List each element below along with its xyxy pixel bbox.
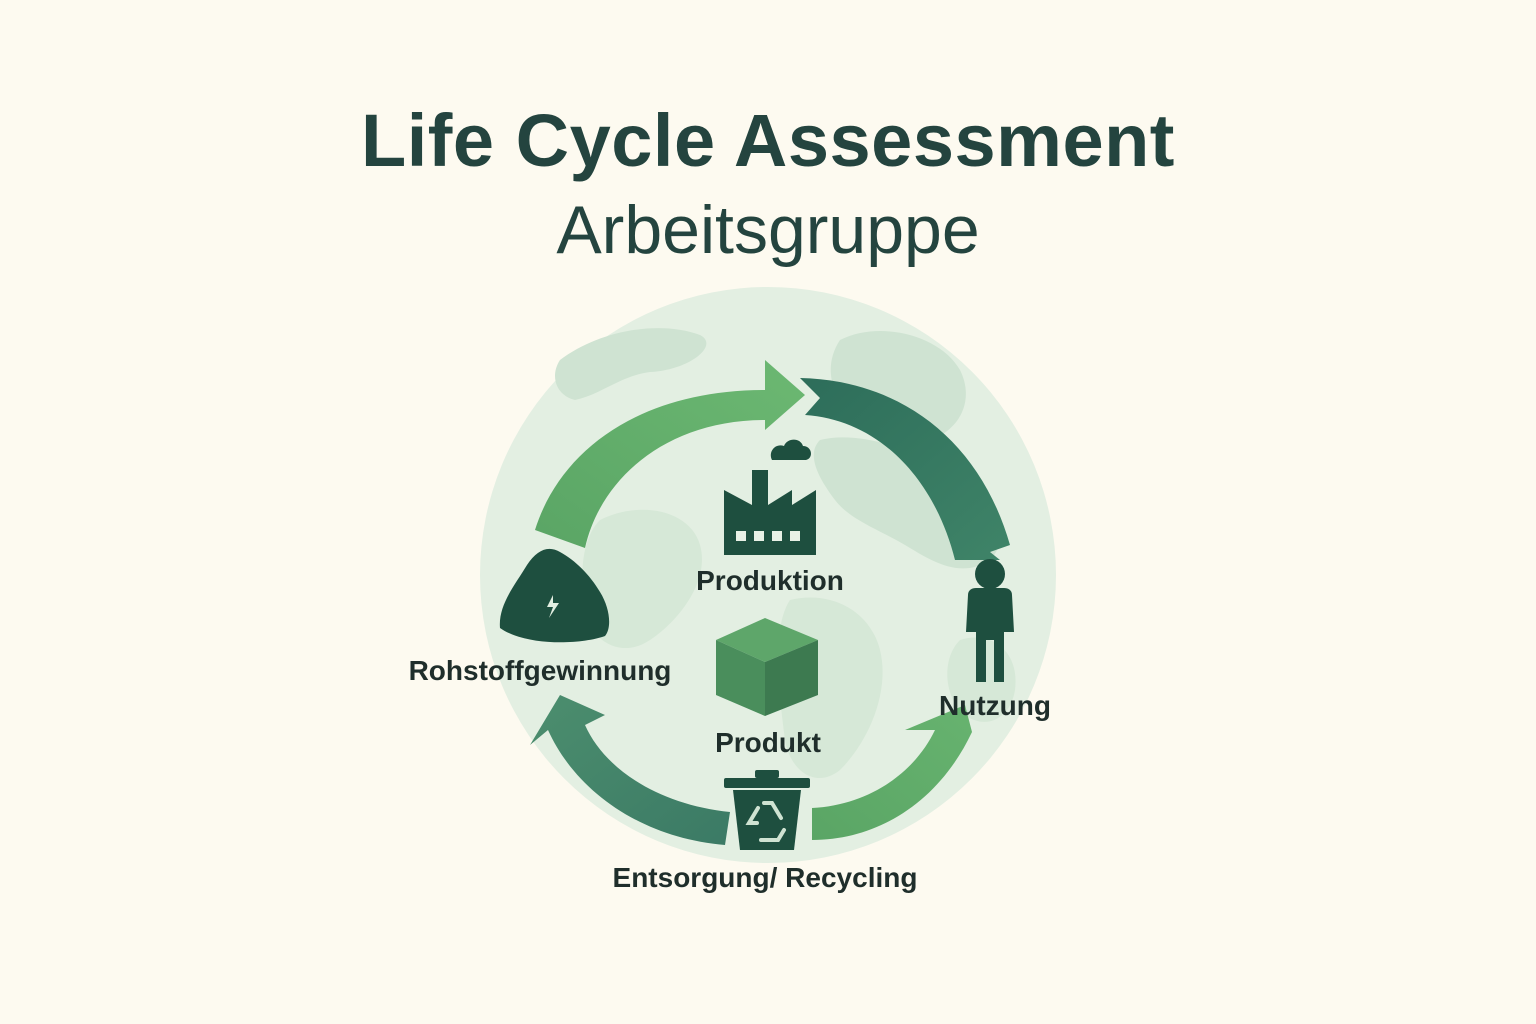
arrow-top	[535, 360, 805, 548]
box-icon	[716, 618, 818, 716]
rock-icon	[499, 548, 610, 643]
header: Life Cycle Assessment Arbeitsgruppe	[0, 96, 1536, 270]
label-use: Nutzung	[939, 690, 1051, 721]
arrow-right	[800, 378, 1010, 560]
person-icon	[966, 559, 1014, 682]
arrow-bottom-right	[812, 705, 972, 840]
recycle-bin-icon	[724, 770, 810, 850]
label-disposal: Entsorgung/ Recycling	[612, 862, 918, 893]
factory-icon	[724, 470, 816, 555]
label-raw-materials: Rohstoffgewinnung	[408, 655, 672, 686]
cloud-icon	[770, 439, 812, 460]
page-subtitle: Arbeitsgruppe	[556, 192, 980, 268]
label-production: Produktion	[696, 565, 844, 596]
page-title: Life Cycle Assessment	[361, 99, 1175, 182]
label-product: Produkt	[715, 727, 821, 758]
arrow-bottom-left	[530, 695, 730, 845]
